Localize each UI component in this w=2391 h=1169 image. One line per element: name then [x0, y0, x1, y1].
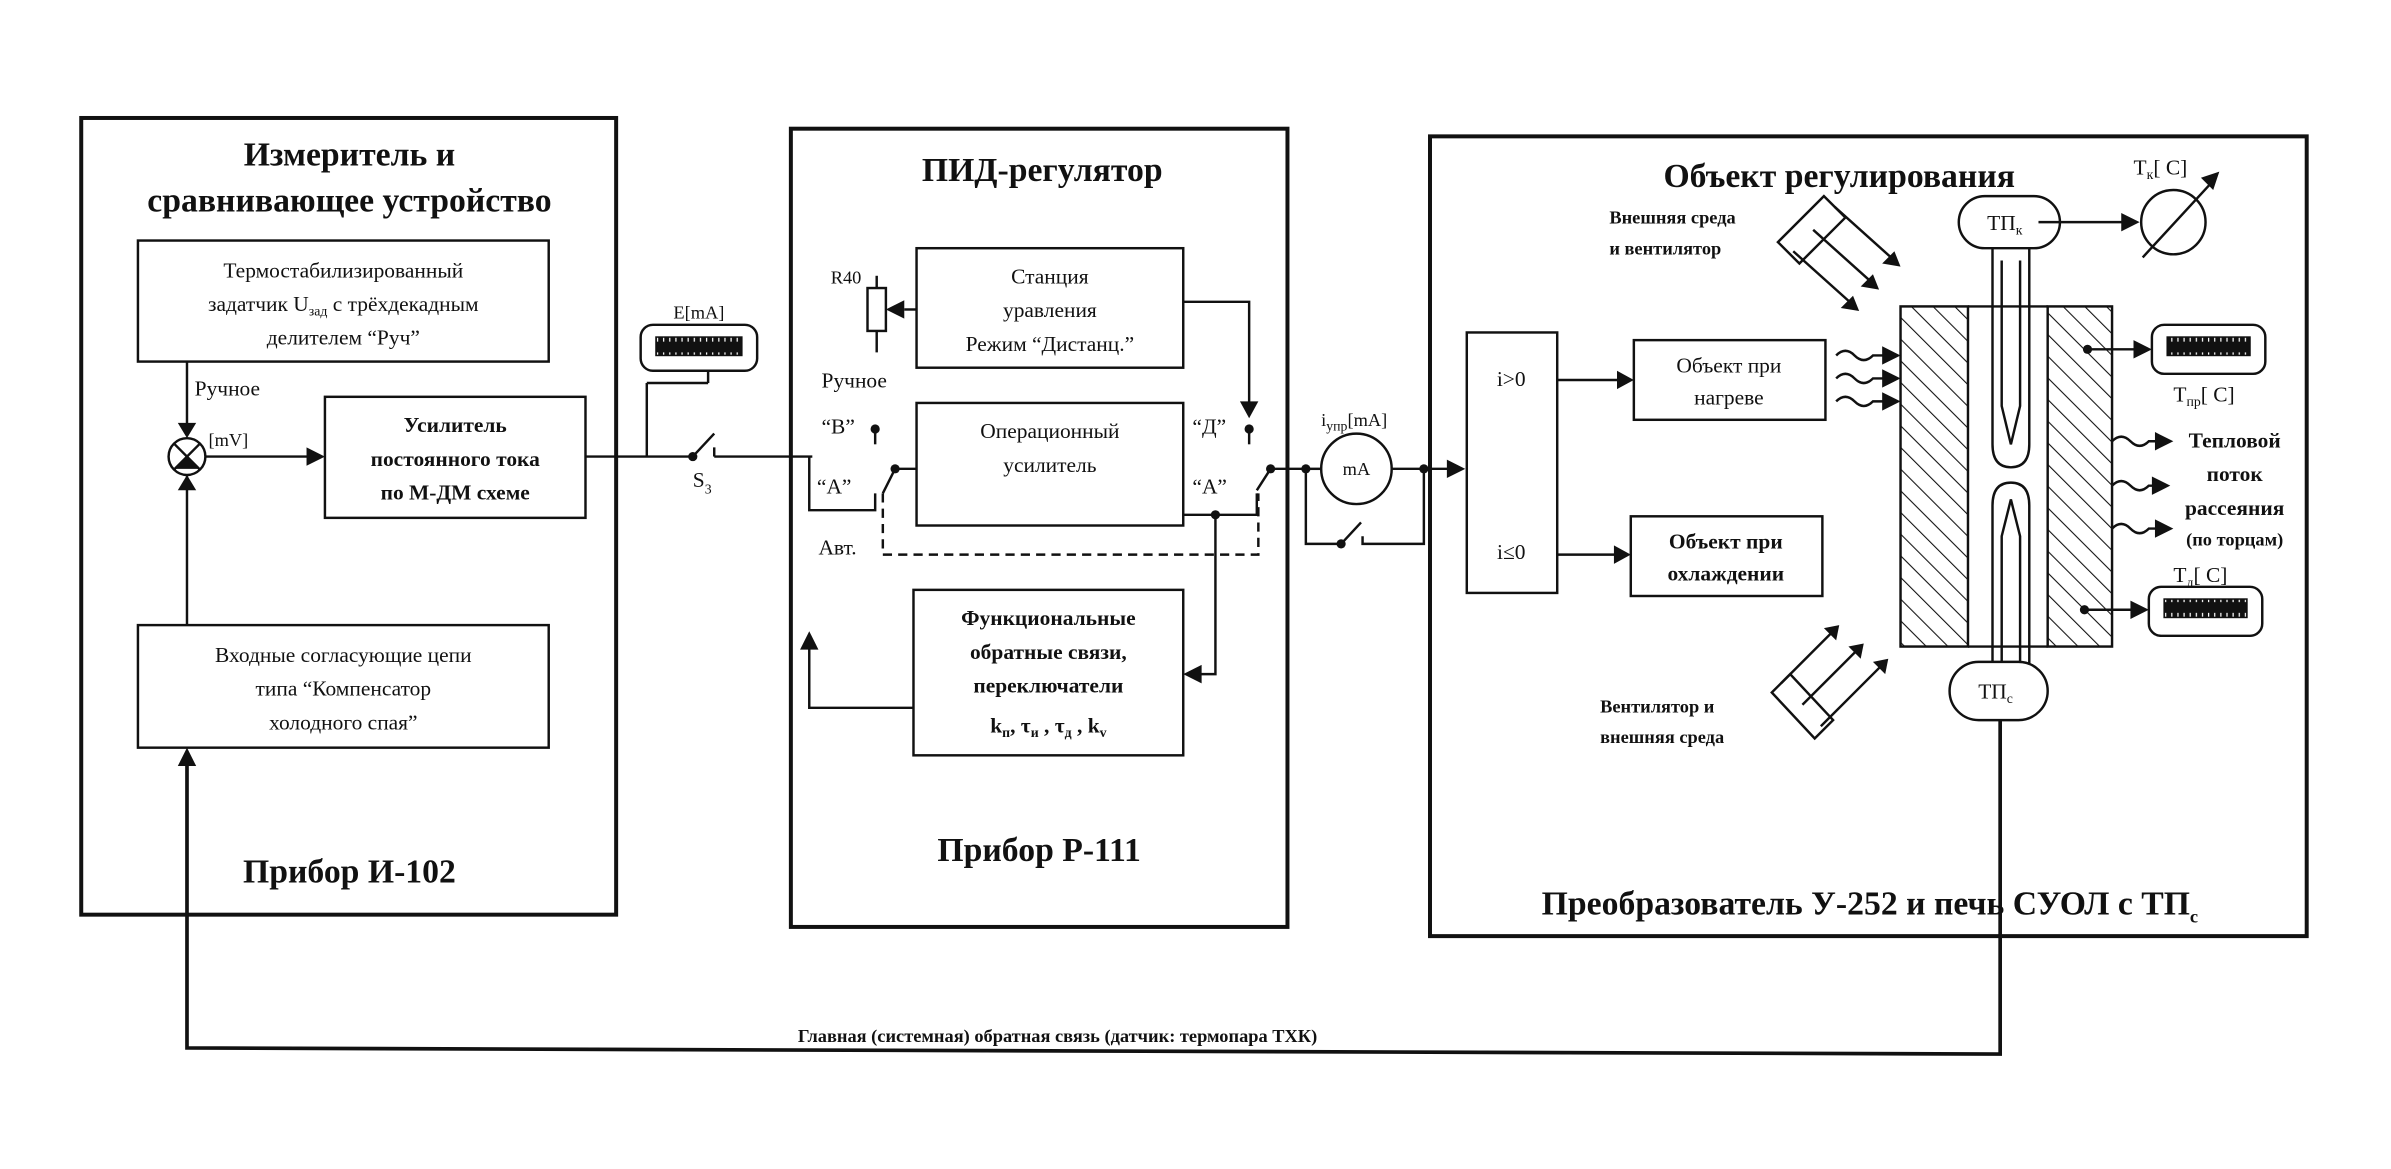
resistor-r40-icon [866, 275, 888, 353]
station-line1: Станция [1011, 264, 1089, 288]
station-line3: Режим “Дистанц.” [966, 332, 1135, 356]
functional-feedback-box: Функциональные обратные связи, переключа… [912, 588, 1185, 757]
amplifier-line3: по М-ДМ схеме [381, 480, 530, 504]
heating-line1: Объект при [1676, 353, 1781, 377]
setpoint-line3: делителем “Руч” [267, 326, 420, 350]
thermocouple-top-label: ТПк [1987, 211, 2023, 238]
tk-label: Tк[ C] [2134, 156, 2188, 183]
arrow-down-icon [177, 422, 197, 439]
main-feedback-loop: Главная (системная) обратная связь (датч… [185, 720, 2003, 1056]
meter-scale-icon [2163, 598, 2248, 619]
setpoint-box: Термостабилизированный задатчик Uзад с т… [136, 239, 550, 363]
opamp-box: Операционный усилитель [915, 401, 1185, 527]
heat-flow-line4: (по торцам) [2186, 529, 2283, 550]
cooling-line1: Объект при [1669, 529, 1783, 553]
pid-controller-block: ПИД-регулятор R40 Станция уравления Режи… [788, 126, 1306, 929]
pid-frame [788, 126, 1290, 929]
input-matching-box: Входные согласующие цепи типа “Компенсат… [136, 623, 550, 749]
input-line1: Входные согласующие цепи [215, 643, 472, 667]
manual-label: Ручное [195, 376, 260, 400]
arrow-up-icon [177, 474, 197, 491]
env-top-line1: Внешняя среда [1609, 208, 1735, 228]
meter-scale-icon [655, 336, 743, 357]
thermocouple-bottom-label: ТПс [1978, 680, 2013, 707]
feedback-params: kп, τи , τд , kv [990, 713, 1106, 740]
summing-junction-icon [167, 436, 207, 477]
r40-label: R40 [831, 267, 862, 287]
condition-negative: i≤0 [1497, 540, 1525, 564]
control-object-block: Объект регулирования i>0 i≤0 Объект при … [1428, 134, 2309, 939]
link-s3: S3 E[mA] [585, 303, 813, 496]
fan-top-icon [1776, 194, 1901, 312]
position-a-right-label: “А” [1192, 474, 1227, 498]
heating-object-box: Объект при нагреве [1632, 338, 1827, 422]
measuring-title-line2: сравнивающее устройство [147, 182, 551, 219]
measuring-device-frame [79, 115, 619, 917]
heat-flow-line3: рассеяния [2185, 496, 2285, 520]
env-top-line2: и вентилятор [1609, 238, 1721, 258]
setpoint-line1: Термостабилизированный [223, 258, 463, 282]
heat-loss-icon [2111, 432, 2174, 538]
heat-flow-line1: Тепловой [2189, 428, 2281, 452]
fan-bottom-icon [1770, 625, 1889, 741]
object-title: Объект регулирования [1663, 158, 2015, 195]
cooling-line2: охлаждении [1667, 562, 1784, 586]
env-bottom-line1: Вентилятор и [1600, 696, 1715, 716]
switch-left[interactable] [881, 468, 897, 494]
object-frame [1428, 134, 2309, 939]
position-a-left-label: “А” [817, 474, 852, 498]
input-line3: холодного спая” [269, 710, 417, 734]
opamp-line2: усилитель [1003, 453, 1096, 477]
dc-amplifier-box: Усилитель постоянного тока по М-ДМ схеме [323, 395, 587, 520]
setpoint-line2: задатчик Uзад с трёхдекадным [208, 292, 479, 319]
milliammeter-inner-label: mA [1343, 459, 1371, 479]
control-station-box: Станция уравления Режим “Дистанц.” [915, 246, 1185, 369]
env-bottom-line2: внешняя среда [1600, 727, 1724, 747]
pid-title: ПИД-регулятор [922, 152, 1163, 189]
control-current-label: iупр[mA] [1321, 410, 1387, 434]
control-current-meter: mA iупр[mA] [1301, 410, 1466, 549]
feedback-line2: обратные связи, [970, 640, 1127, 664]
td-label: Tд[ C] [2173, 563, 2227, 590]
amplifier-line2: постоянного тока [371, 447, 540, 471]
auto-label: Авт. [818, 536, 856, 560]
cooling-object-box: Объект при охлаждении [1629, 515, 1824, 598]
switch-right[interactable] [1255, 468, 1272, 491]
pid-manual-label: Ручное [822, 369, 887, 393]
arrow-right-icon [306, 447, 325, 466]
measuring-device-block: Измеритель и сравнивающее устройство Тер… [79, 115, 619, 917]
meter-scale-icon [2166, 336, 2251, 357]
input-line2: типа “Компенсатор [256, 677, 432, 701]
amplifier-line1: Усилитель [404, 413, 507, 437]
condition-positive: i>0 [1497, 367, 1526, 391]
condition-box [1465, 331, 1559, 595]
switch-s3[interactable] [691, 432, 716, 458]
furnace-icon [1899, 229, 2114, 705]
position-d-label: “Д” [1192, 415, 1226, 439]
heating-line2: нагреве [1694, 385, 1764, 409]
measuring-title-line1: Измеритель и [244, 136, 455, 173]
switch-linkage [881, 493, 1260, 556]
mv-label: [mV] [208, 430, 248, 450]
position-b-label: “В” [822, 415, 855, 439]
feedback-line1: Функциональные [961, 606, 1136, 630]
opamp-line1: Операционный [980, 419, 1119, 443]
tpr-label: Tпр[ C] [2173, 382, 2234, 409]
station-line2: уравления [1003, 298, 1097, 322]
heat-radiation-icon [1835, 346, 1901, 411]
main-feedback-label: Главная (системная) обратная связь (датч… [798, 1026, 1317, 1047]
device-label-p111: Прибор Р-111 [937, 832, 1140, 869]
tk-gauge-icon [2139, 171, 2220, 259]
bypass-switch[interactable] [1340, 521, 1362, 545]
arrow-up-icon [177, 747, 197, 767]
feedback-line3: переключатели [973, 674, 1123, 698]
meter-e-label: E[mA] [673, 303, 724, 323]
heat-flow-line2: поток [2207, 462, 2264, 486]
switch-s3-label: S3 [693, 468, 712, 496]
device-label-i102: Прибор И-102 [243, 854, 456, 891]
device-label-u252: Преобразователь У-252 и печь СУОЛ с ТПс [1542, 886, 2198, 927]
